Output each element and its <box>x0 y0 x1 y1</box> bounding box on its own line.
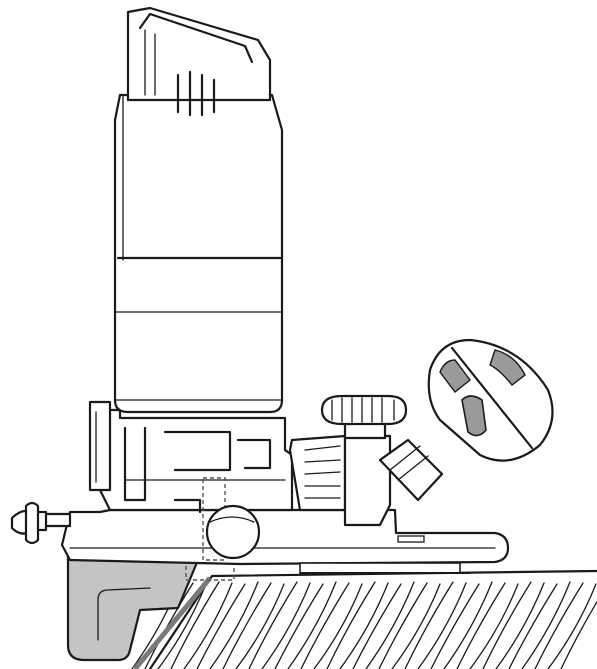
grain-line <box>495 582 545 669</box>
handle-grip-top <box>489 349 526 386</box>
depth-knob-ball <box>205 504 261 560</box>
depth-scale <box>88 400 112 492</box>
grain-line <box>560 600 597 669</box>
grain-line <box>183 582 233 669</box>
grain-line <box>209 581 259 669</box>
grain-line <box>300 582 350 669</box>
grain-line <box>326 581 376 669</box>
grain-line <box>469 583 519 669</box>
grain-line <box>417 582 467 669</box>
motor-housing <box>113 6 284 414</box>
grain-line <box>521 581 571 669</box>
handle-grip-dark <box>439 359 471 393</box>
plunge-housing <box>88 400 294 561</box>
handle-grip-inset-icon <box>461 395 487 437</box>
wood-grain-hatching <box>131 581 597 669</box>
grain-line <box>170 581 220 669</box>
base-plate-slot <box>397 535 425 543</box>
dust-port-block <box>343 434 392 527</box>
motor-cap-ridge <box>138 12 254 64</box>
workpiece <box>131 569 597 669</box>
handle-grip <box>427 338 554 462</box>
grain-line <box>391 583 441 669</box>
grain-line <box>235 583 285 669</box>
dust-port <box>288 394 408 527</box>
edge-guide-detail <box>97 587 151 641</box>
grain-line <box>482 581 532 669</box>
grain-line <box>157 583 207 669</box>
depth-knob <box>205 504 261 560</box>
grain-line <box>547 583 597 669</box>
grain-line <box>352 583 402 669</box>
inner-bracket <box>163 430 232 472</box>
vent-slots <box>176 70 216 117</box>
grain-line <box>456 582 506 669</box>
motor-cap <box>126 6 272 102</box>
edge-guide <box>66 553 235 669</box>
grain-line <box>404 581 454 669</box>
grain-line <box>313 583 363 669</box>
grain-line <box>534 582 584 669</box>
grain-line <box>365 581 415 669</box>
base-plate-edge <box>299 562 461 574</box>
grain-line <box>248 581 298 669</box>
screw-shaft <box>42 512 72 528</box>
clamp-knob-icon <box>320 394 408 426</box>
grain-line <box>274 583 324 669</box>
grain-line <box>222 582 272 669</box>
housing-frame <box>98 408 294 512</box>
grain-line <box>378 582 428 669</box>
base-plate-body <box>60 508 510 566</box>
side-handle <box>378 338 554 502</box>
spindle-lock <box>173 498 202 514</box>
fence-screw <box>10 501 72 545</box>
grain-line <box>508 583 558 669</box>
edge-guide-body <box>66 553 200 662</box>
handle-grip-ridge <box>450 346 534 450</box>
base-plate <box>60 508 510 574</box>
motor-body <box>113 93 284 414</box>
column-left <box>123 426 147 502</box>
grain-line <box>261 582 311 669</box>
grain-line <box>443 581 493 669</box>
slanted-bit-line <box>133 576 212 669</box>
grain-line <box>339 582 389 669</box>
grain-line <box>287 581 337 669</box>
grain-line <box>196 583 246 669</box>
grain-line <box>430 583 480 669</box>
